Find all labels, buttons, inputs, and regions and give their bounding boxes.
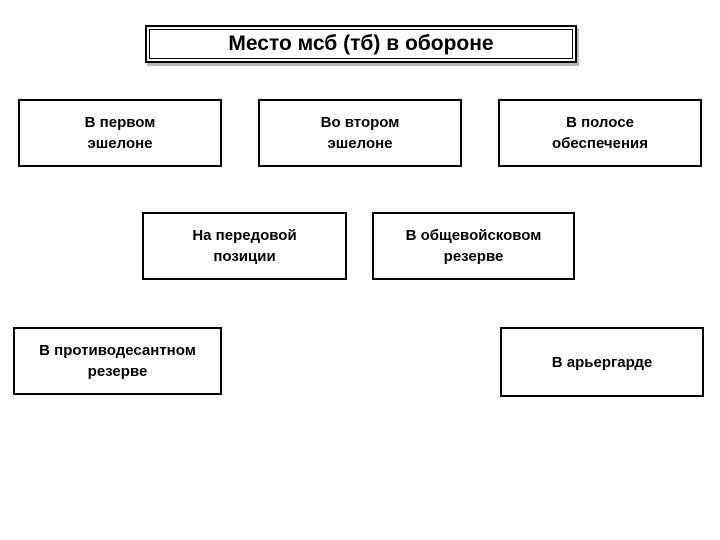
box-security-zone: В полосе обеспечения bbox=[498, 99, 702, 167]
box-anti-landing-reserve-label-line2: резерве bbox=[87, 363, 148, 380]
box-anti-landing-reserve-label-line1: В противодесантном bbox=[39, 342, 196, 359]
box-second-echelon-label-line1: Во втором bbox=[320, 114, 400, 131]
box-rearguard-label-line1: В арьергарде bbox=[551, 353, 653, 371]
box-combined-arms-reserve-label-line2: резерве bbox=[443, 248, 504, 265]
title-inner-border: Место мсб (тб) в обороне bbox=[149, 29, 573, 59]
box-forward-position: На передовой позиции bbox=[142, 212, 347, 280]
box-first-echelon-label-line1: В первом bbox=[84, 114, 156, 131]
title-box: Место мсб (тб) в обороне bbox=[145, 25, 577, 63]
box-anti-landing-reserve: В противодесантном резерве bbox=[13, 327, 222, 395]
box-security-zone-label-line1: В полосе bbox=[566, 114, 634, 131]
page-title: Место мсб (тб) в обороне bbox=[228, 32, 494, 55]
box-first-echelon-label-line2: эшелоне bbox=[87, 135, 153, 152]
box-forward-position-label-line1: На передовой bbox=[192, 227, 297, 244]
box-second-echelon-label-line2: эшелоне bbox=[327, 135, 393, 152]
box-second-echelon: Во втором эшелоне bbox=[258, 99, 462, 167]
box-rearguard: В арьергарде bbox=[500, 327, 704, 397]
box-combined-arms-reserve: В общевойсковом резерве bbox=[372, 212, 575, 280]
box-combined-arms-reserve-label-line1: В общевойсковом bbox=[405, 227, 542, 244]
box-forward-position-label-line2: позиции bbox=[213, 248, 276, 265]
box-first-echelon: В первом эшелоне bbox=[18, 99, 222, 167]
box-security-zone-label-line2: обеспечения bbox=[551, 135, 649, 152]
